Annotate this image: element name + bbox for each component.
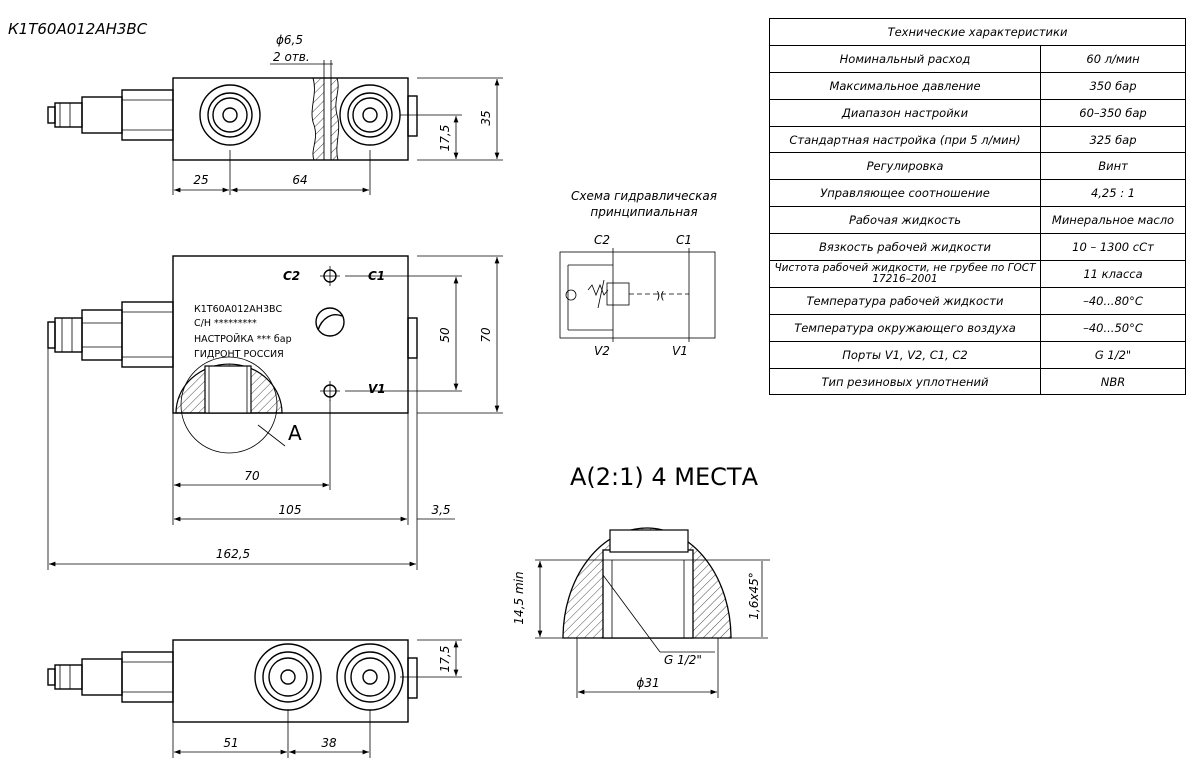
spec-value: 325 бар <box>1040 125 1186 154</box>
hydraulic-scheme: Схема гидравлическая принципиальная C2 C… <box>559 189 717 358</box>
cartridge-top <box>121 89 174 141</box>
spec-value: G 1/2" <box>1040 340 1186 369</box>
port-circle-left <box>199 84 261 146</box>
nameplate-line3: НАСТРОЙКА *** бар <box>194 333 292 345</box>
spec-name: Тип резиновых уплотнений <box>769 367 1041 396</box>
spec-name: Номинальный расход <box>769 44 1041 73</box>
specs-row: Чистота рабочей жидкости, не грубее по Г… <box>769 260 1186 288</box>
spec-value: 60 л/мин <box>1040 44 1186 73</box>
spec-value: 350 бар <box>1040 71 1186 100</box>
nameplate-line2: C/H ********* <box>194 318 257 329</box>
scheme-c1: C1 <box>676 233 692 247</box>
dim-64: 64 <box>292 173 307 187</box>
dim-17-5-top: 17,5 <box>438 125 452 152</box>
spec-name: Стандартная настройка (при 5 л/мин) <box>769 125 1041 154</box>
nameplate-line1: К1Т60А012АН3ВС <box>194 304 283 315</box>
port-circle-right <box>339 84 401 146</box>
dim-70-vertical: 70 <box>479 327 493 343</box>
drawing-code: К1Т60А012АН3ВС <box>8 20 148 38</box>
spec-name: Управляющее соотношение <box>769 179 1041 208</box>
specs-row: Температура окружающего воздуха–40...50°… <box>769 313 1186 342</box>
spec-name: Температура рабочей жидкости <box>769 286 1041 315</box>
spec-name: Рабочая жидкость <box>769 206 1041 235</box>
spec-value: 60–350 бар <box>1040 98 1186 127</box>
svg-text:)(: )( <box>656 289 665 302</box>
detail-title: A(2:1) 4 МЕСТА <box>570 463 759 491</box>
specs-row: Температура рабочей жидкости–40...80°С <box>769 286 1186 315</box>
spec-name: Порты V1, V2, C1, C2 <box>769 340 1041 369</box>
dim-14-5: 14,5 min <box>512 571 526 624</box>
specs-table: Технические характеристики Номинальный р… <box>769 18 1186 396</box>
spec-name: Вязкость рабочей жидкости <box>769 233 1041 262</box>
nameplate-line4: ГИДРОНТ РОССИЯ <box>194 349 284 360</box>
dim-1-6x45: 1,6x45° <box>747 572 761 619</box>
dim-50: 50 <box>438 327 452 343</box>
dim-35: 35 <box>479 110 493 125</box>
spec-value: NBR <box>1040 367 1186 396</box>
dim-31: ϕ31 <box>636 676 659 690</box>
spec-value: Винт <box>1040 152 1186 181</box>
scheme-title-line1: Схема гидравлическая <box>571 189 717 203</box>
spec-value: 11 класса <box>1040 260 1186 288</box>
specs-title: Технические характеристики <box>769 18 1186 46</box>
adjust-screw <box>315 307 345 337</box>
scheme-v2: V2 <box>594 344 610 358</box>
thread-label: G 1/2" <box>664 653 702 667</box>
spec-value: 4,25 : 1 <box>1040 179 1186 208</box>
dim-105: 105 <box>279 503 302 517</box>
spec-name: Температура окружающего воздуха <box>769 313 1041 342</box>
specs-row: Стандартная настройка (при 5 л/мин)325 б… <box>769 125 1186 154</box>
hole-diameter-label: ϕ6,5 <box>276 33 303 47</box>
port-c2-label: C2 <box>283 269 300 283</box>
spec-value: Минеральное масло <box>1040 206 1186 235</box>
spec-value: –40...80°С <box>1040 286 1186 315</box>
port-v1-label: V1 <box>368 382 386 396</box>
spec-name: Диапазон настройки <box>769 98 1041 127</box>
spec-value: –40...50°С <box>1040 313 1186 342</box>
spec-name: Регулировка <box>769 152 1041 181</box>
dim-17-5-bottom: 17,5 <box>438 646 452 673</box>
spec-name: Максимальное давление <box>769 71 1041 100</box>
scheme-c2: C2 <box>594 233 610 247</box>
specs-title-row: Технические характеристики <box>769 18 1186 46</box>
scheme-title-line2: принципиальная <box>590 205 697 219</box>
section-a-label: A <box>288 421 302 445</box>
dim-70-horizontal: 70 <box>244 469 260 483</box>
dim-3-5: 3,5 <box>431 503 450 517</box>
dim-51: 51 <box>223 736 238 750</box>
detail-a: A(2:1) 4 МЕСТА 14,5 min 1,6x45° G 1/2" ϕ… <box>512 463 770 698</box>
scheme-v1: V1 <box>672 344 688 358</box>
dim-162-5: 162,5 <box>216 547 250 561</box>
dim-25: 25 <box>193 173 208 187</box>
bottom-view: 51 38 17,5 <box>47 639 462 758</box>
front-view: C2 C1 V1 К1Т60А012АН3ВС C/H ********* НА… <box>47 255 503 570</box>
spec-value: 10 – 1300 сСт <box>1040 233 1186 262</box>
hole-count-label: 2 отв. <box>273 50 310 64</box>
top-view: ϕ6,5 2 отв. 25 64 35 17,5 <box>47 33 503 195</box>
dim-38: 38 <box>321 736 337 750</box>
spec-name: Чистота рабочей жидкости, не грубее по Г… <box>769 260 1041 288</box>
detail-circle-a <box>180 356 278 454</box>
